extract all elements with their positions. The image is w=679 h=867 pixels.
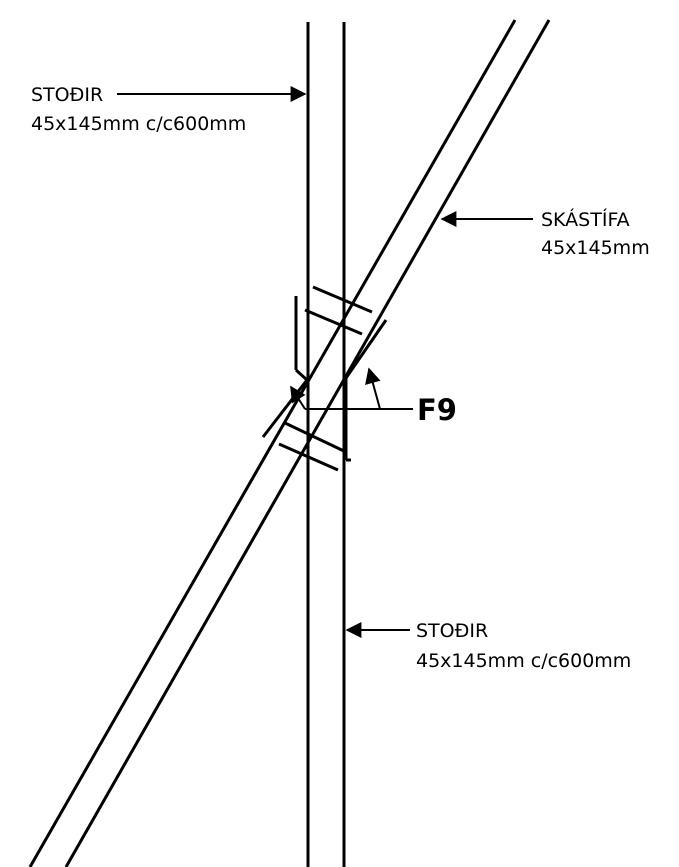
brace-label-line2: 45x145mm [541, 237, 650, 259]
vertical-stud [306, 22, 346, 867]
stud-bottom-label-line2: 45x145mm c/c600mm [416, 650, 631, 672]
connector-tag-f9: F9 [417, 393, 457, 427]
nail-plate-connector [261, 285, 388, 472]
f9-leader [290, 367, 413, 410]
plate-upper-right-flange [344, 319, 388, 379]
f9-leader-left-branch [290, 385, 306, 410]
bolt-2-upper [284, 421, 347, 454]
stud-top-label-line1: STOÐIR [31, 84, 103, 106]
plate-upper-left-bend [294, 368, 309, 382]
stud-top-label-line2: 45x145mm c/c600mm [31, 113, 246, 135]
brace-right-edge [64, 19, 551, 867]
bolt-1-upper [312, 285, 373, 314]
plate-lower-left-flange [261, 379, 309, 438]
stud-bottom-label-line1: STOÐIR [416, 620, 488, 642]
bolt-1-lower [304, 308, 363, 336]
bolt-2-lower [278, 442, 339, 472]
brace-left-edge [28, 19, 517, 867]
f9-leader-right-branch [365, 367, 381, 410]
diagonal-brace [28, 19, 551, 867]
brace-label-line1: SKÁSTÍFA [541, 208, 630, 231]
